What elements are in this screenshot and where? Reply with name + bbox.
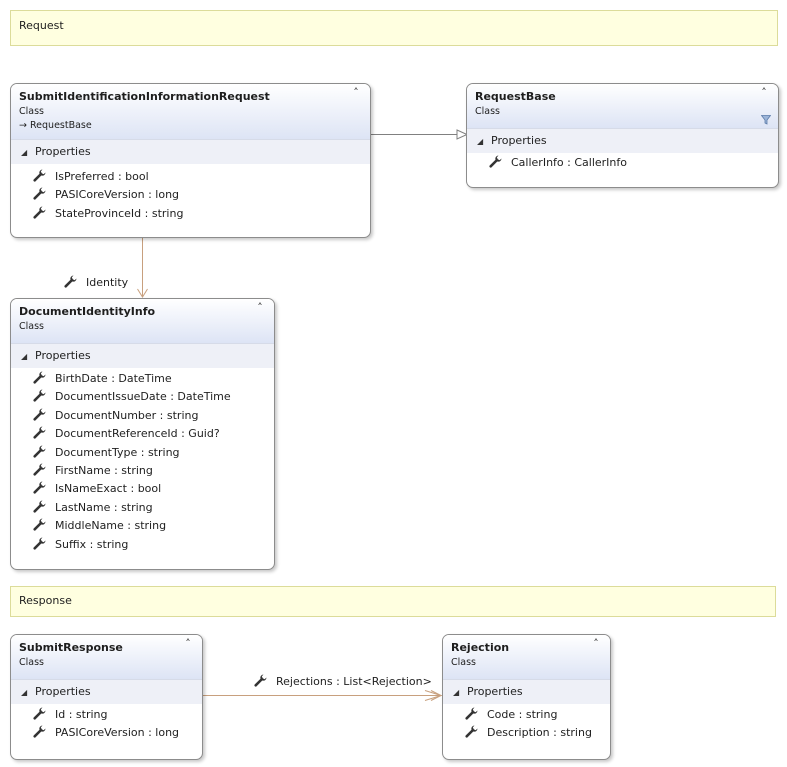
triangle-down-icon: ◢ — [21, 688, 28, 697]
class-header: SubmitIdentificationInformationRequest C… — [11, 84, 370, 140]
wrench-icon — [33, 187, 46, 200]
response-section-label: Response — [19, 594, 72, 607]
wrench-icon — [64, 275, 77, 288]
property-item[interactable]: LastName : string — [11, 499, 274, 517]
property-list: CallerInfo : CallerInfo — [467, 153, 778, 172]
arrow-right-icon: → — [19, 120, 27, 131]
response-section-comment[interactable]: Response — [10, 586, 776, 617]
properties-compartment-header[interactable]: ◢Properties — [467, 129, 778, 153]
wrench-icon — [33, 707, 46, 720]
class-rejection[interactable]: Rejection Class ˄ ◢Properties Code : str… — [442, 634, 611, 760]
property-item[interactable]: Suffix : string — [11, 536, 274, 554]
class-kind: Class — [19, 657, 44, 668]
triangle-down-icon: ◢ — [477, 137, 484, 146]
triangle-down-icon: ◢ — [21, 148, 28, 157]
wrench-icon — [33, 389, 46, 402]
chevron-up-double-icon[interactable]: ˄ — [761, 86, 767, 99]
wrench-icon — [33, 481, 46, 495]
class-name: DocumentIdentityInfo — [19, 305, 156, 318]
chevron-up-double-icon[interactable]: ˄ — [353, 86, 359, 99]
class-name: Rejection — [451, 641, 510, 654]
funnel-icon[interactable] — [761, 115, 771, 125]
property-item[interactable]: StateProvinceId : string — [11, 205, 370, 223]
property-list: Id : string PASICoreVersion : long — [11, 704, 202, 743]
chevron-up-double-icon[interactable]: ˄ — [257, 301, 263, 314]
property-item[interactable]: BirthDate : DateTime — [11, 370, 274, 388]
class-document-identity-info[interactable]: DocumentIdentityInfo Class ˄ ◢Properties… — [10, 298, 275, 570]
triangle-down-icon: ◢ — [453, 688, 460, 697]
wrench-icon — [33, 426, 46, 439]
chevron-up-double-icon[interactable]: ˄ — [593, 637, 599, 650]
property-item[interactable]: Code : string — [443, 706, 610, 724]
property-item[interactable]: IsPreferred : bool — [11, 168, 370, 186]
class-name: SubmitResponse — [19, 641, 123, 654]
request-section-label: Request — [19, 19, 64, 32]
wrench-icon — [33, 725, 46, 738]
properties-compartment-header[interactable]: ◢Properties — [11, 140, 370, 164]
property-item[interactable]: DocumentType : string — [11, 444, 274, 462]
inheritance-arrowhead — [456, 129, 469, 140]
property-item[interactable]: Description : string — [443, 724, 610, 742]
class-kind: Class — [451, 657, 476, 668]
property-list: IsPreferred : bool PASICoreVersion : lon… — [11, 164, 370, 223]
identity-association-label[interactable]: Identity — [64, 275, 128, 289]
property-list: Code : string Description : string — [443, 704, 610, 743]
properties-compartment-header[interactable]: ◢Properties — [11, 680, 202, 704]
property-item[interactable]: DocumentReferenceId : Guid? — [11, 425, 274, 443]
class-kind: Class — [475, 106, 500, 117]
wrench-icon — [33, 206, 46, 219]
class-header: RequestBase Class ˄ — [467, 84, 778, 129]
class-kind: Class — [19, 106, 44, 117]
property-item[interactable]: PASICoreVersion : long — [11, 186, 370, 204]
class-base-type: → RequestBase — [19, 120, 92, 131]
property-item[interactable]: Id : string — [11, 706, 202, 724]
wrench-icon — [33, 500, 46, 513]
wrench-icon — [254, 674, 267, 687]
class-header: SubmitResponse Class ˄ — [11, 635, 202, 680]
wrench-icon — [33, 169, 46, 182]
class-name: SubmitIdentificationInformationRequest — [19, 90, 270, 103]
wrench-icon — [33, 408, 46, 421]
wrench-icon — [465, 707, 478, 720]
property-item[interactable]: DocumentNumber : string — [11, 407, 274, 425]
property-item[interactable]: DocumentIssueDate : DateTime — [11, 388, 274, 406]
property-item[interactable]: MiddleName : string — [11, 517, 274, 535]
wrench-icon — [489, 155, 502, 168]
wrench-icon — [33, 518, 46, 531]
request-section-comment[interactable]: Request — [10, 10, 778, 46]
class-request-base[interactable]: RequestBase Class ˄ ◢Properties CallerIn… — [466, 83, 779, 188]
triangle-down-icon: ◢ — [21, 352, 28, 361]
rejections-association-arrowhead-2 — [430, 690, 443, 701]
property-item[interactable]: PASICoreVersion : long — [11, 724, 202, 742]
class-name: RequestBase — [475, 90, 556, 103]
properties-compartment-header[interactable]: ◢Properties — [11, 344, 274, 368]
identity-association-arrowhead — [137, 288, 148, 298]
wrench-icon — [33, 537, 46, 550]
class-header: Rejection Class ˄ — [443, 635, 610, 680]
wrench-icon — [465, 725, 478, 738]
class-kind: Class — [19, 321, 44, 332]
property-item[interactable]: CallerInfo : CallerInfo — [467, 154, 778, 172]
property-item[interactable]: IsNameExact : bool — [11, 480, 274, 498]
wrench-icon — [33, 371, 46, 384]
properties-compartment-header[interactable]: ◢Properties — [443, 680, 610, 704]
class-header: DocumentIdentityInfo Class ˄ — [11, 299, 274, 344]
wrench-icon — [33, 445, 46, 458]
wrench-icon — [33, 463, 46, 476]
class-submit-response[interactable]: SubmitResponse Class ˄ ◢Properties Id : … — [10, 634, 203, 760]
chevron-up-double-icon[interactable]: ˄ — [185, 637, 191, 650]
rejections-association-label[interactable]: Rejections : List<Rejection> — [254, 674, 432, 688]
property-list: BirthDate : DateTime DocumentIssueDate :… — [11, 368, 274, 554]
class-submit-identification-information-request[interactable]: SubmitIdentificationInformationRequest C… — [10, 83, 371, 238]
property-item[interactable]: FirstName : string — [11, 462, 274, 480]
